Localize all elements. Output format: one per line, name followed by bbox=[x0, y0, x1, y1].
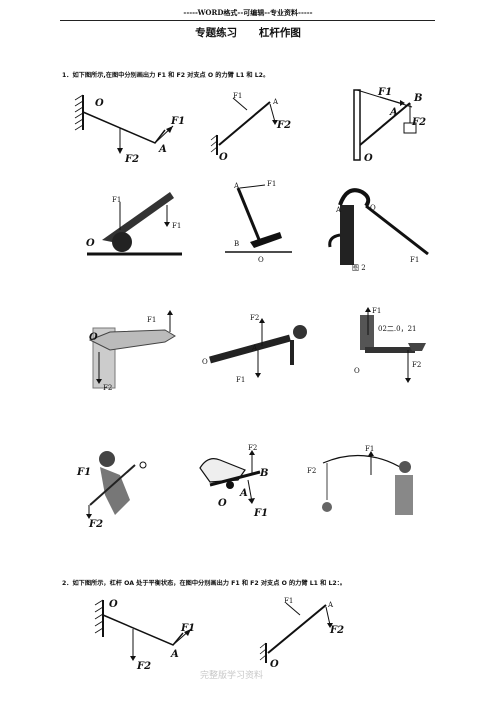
figure-q2-wall-lever: O F1 A F2 bbox=[94, 599, 195, 672]
label-F2-b: F2 bbox=[276, 120, 291, 131]
label-F1-g: F1 bbox=[147, 316, 156, 324]
label-F2-m: F2 bbox=[136, 661, 151, 672]
question-1-text: 1．如下图所示,在图中分别画出力 F1 和 F2 对支点 O 的力臂 L1 和 … bbox=[62, 72, 270, 79]
label-F1-k: F1 bbox=[253, 508, 268, 519]
label-O-m: O bbox=[109, 599, 118, 610]
figure-water-pump: A O F1 图 2 bbox=[328, 188, 429, 272]
label-F1-m: F1 bbox=[180, 623, 195, 634]
label-F2-g: F2 bbox=[103, 384, 112, 392]
label-F1-f: F1 bbox=[410, 256, 419, 264]
label-F2: F2 bbox=[124, 154, 139, 165]
label-A-n: A bbox=[327, 601, 334, 609]
header-rule bbox=[60, 20, 435, 21]
label-F2-h: F2 bbox=[250, 314, 259, 322]
label-A-f: A bbox=[335, 206, 342, 214]
page-header: -----WORD格式--可编辑--专业资料----- bbox=[183, 8, 313, 17]
label-A-b: A bbox=[272, 98, 279, 106]
label-F2-c: F2 bbox=[411, 117, 426, 128]
label-O-d: O bbox=[86, 238, 95, 249]
label-F1-l: F1 bbox=[365, 445, 374, 453]
label-F1-c: F1 bbox=[377, 87, 392, 98]
label-weight: 02二.0，21 bbox=[378, 325, 417, 333]
figure-fisherman: F1 F2 bbox=[307, 445, 413, 515]
label-F2-j: F2 bbox=[88, 519, 103, 530]
figure-pedal: F2 B A O F1 bbox=[199, 444, 268, 519]
label-O-k: O bbox=[218, 498, 227, 509]
label-O-b: O bbox=[219, 152, 228, 163]
label-A-e: A bbox=[233, 182, 240, 190]
label-O-h: O bbox=[202, 358, 208, 366]
figure-crowbar: A F1 B O bbox=[225, 180, 292, 264]
label-F2-l: F2 bbox=[307, 467, 316, 475]
question-2-text: 2．如下图所示，杠杆 OA 处于平衡状态，在图中分别画出力 F1 和 F2 对支… bbox=[62, 580, 346, 587]
figure-wall-lever: O F1 A F2 bbox=[74, 94, 185, 165]
label-B-e: B bbox=[234, 240, 239, 248]
label-O-e: O bbox=[258, 256, 264, 264]
figure-pliers: F1 O F2 bbox=[88, 310, 176, 392]
label-F1-n: F1 bbox=[284, 597, 293, 605]
label-F1-b: F1 bbox=[233, 92, 242, 100]
label-B-c: B bbox=[413, 93, 422, 104]
label-F2-k: F2 bbox=[248, 444, 257, 452]
label-A-m: A bbox=[170, 649, 179, 660]
label-F1-d: F1 bbox=[112, 196, 121, 204]
label-B-k: B bbox=[259, 468, 268, 479]
label-A-c: A bbox=[389, 107, 398, 118]
label-F2-n: F2 bbox=[329, 625, 344, 636]
label-A-h: A bbox=[251, 344, 258, 352]
figure-pole-rope: F1 B A F2 O bbox=[353, 87, 426, 164]
label-A: A bbox=[158, 144, 167, 155]
page-title: 专题练习 杠杆作图 bbox=[195, 27, 301, 39]
figure-pushup: F2 A F1 O bbox=[202, 314, 307, 384]
figure-wheelbarrow: F1 F1 O bbox=[86, 192, 182, 256]
label-F2-i: F2 bbox=[412, 361, 421, 369]
label-O: O bbox=[95, 98, 104, 109]
label-F1-e: F1 bbox=[267, 180, 276, 188]
label-O-f: O bbox=[370, 204, 376, 212]
figure-shovel-worker: F1 F2 bbox=[76, 451, 147, 530]
label-F1-j: F1 bbox=[76, 467, 91, 478]
label-F1-h: F1 bbox=[236, 376, 245, 384]
label-A-k: A bbox=[239, 488, 248, 499]
label-fig2: 图 2 bbox=[352, 264, 366, 272]
label-O-n: O bbox=[270, 659, 279, 670]
label-O-i: O bbox=[354, 367, 360, 375]
label-F1: F1 bbox=[170, 116, 185, 127]
figure-inclined-rod: F1 A F2 O bbox=[210, 92, 291, 163]
label-F1-d2: F1 bbox=[172, 222, 181, 230]
label-O-g: O bbox=[89, 332, 98, 343]
label-O-c: O bbox=[364, 153, 373, 164]
label-F1-i: F1 bbox=[372, 307, 381, 315]
figure-q2-inclined-rod: F1 A F2 O bbox=[259, 597, 344, 670]
figure-arm: F1 02二.0，21 F2 O bbox=[354, 307, 426, 383]
watermark: 完整版学习资料 bbox=[200, 671, 264, 681]
